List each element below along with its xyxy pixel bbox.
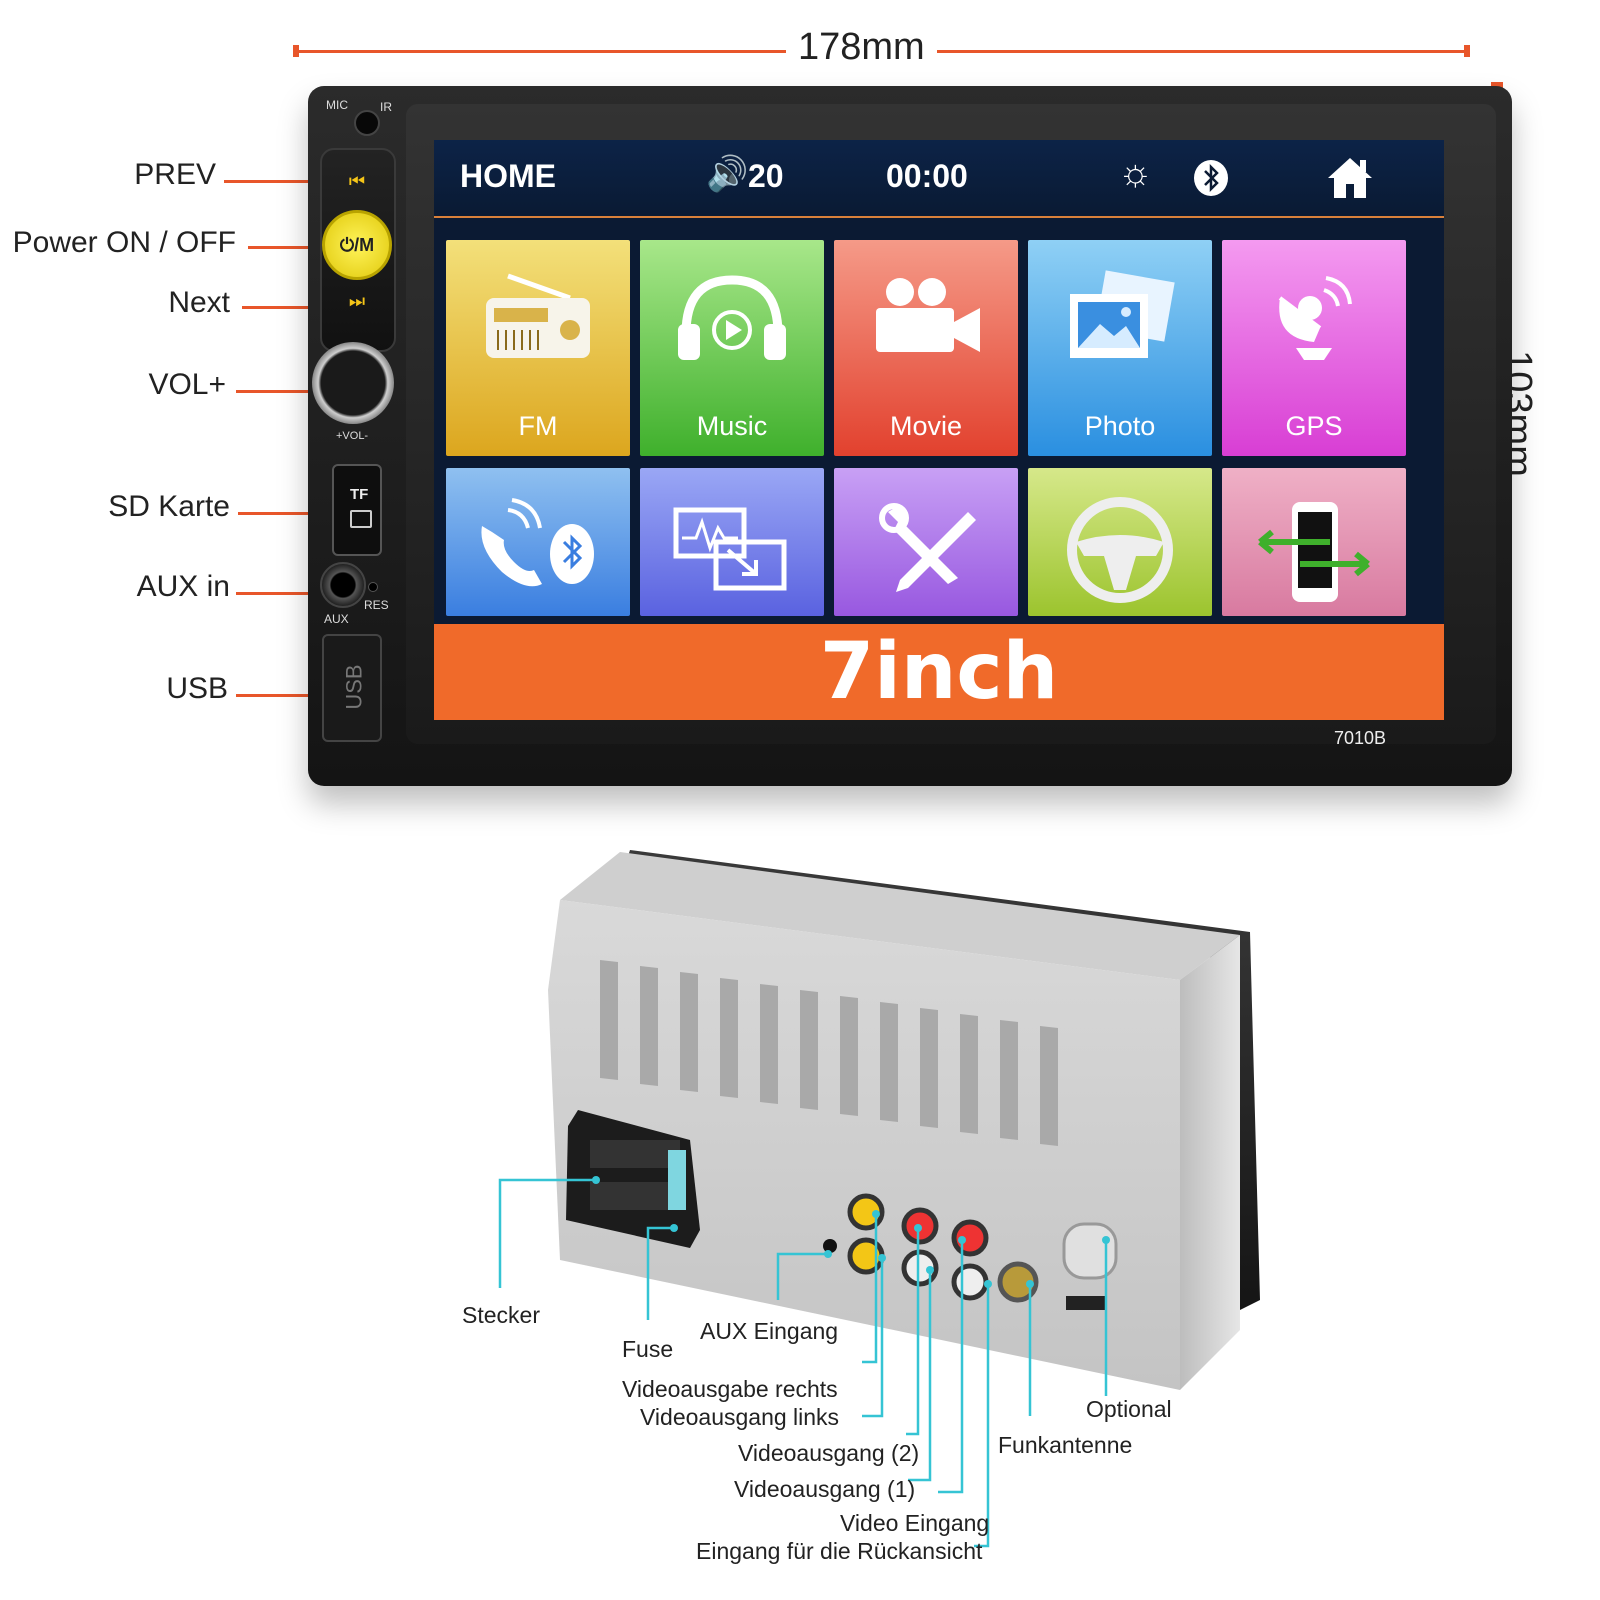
phone-sync-icon — [1258, 502, 1370, 602]
tile-gps-label: GPS — [1285, 411, 1343, 441]
bluetooth-phone-icon — [481, 498, 594, 587]
leader-power — [248, 246, 334, 249]
next-icon: ⏭ — [348, 291, 366, 312]
tf-label: TF — [350, 486, 369, 503]
label-vid1: Videoausgang (1) — [734, 1476, 916, 1502]
width-dimension-label: 178mm — [786, 26, 937, 69]
label-fuse: Fuse — [622, 1336, 674, 1362]
ir-sensor — [354, 110, 380, 136]
tile-phone-sync[interactable] — [1222, 468, 1406, 616]
tile-bluetooth-phone[interactable] — [446, 468, 630, 616]
volume-level: 20 — [748, 158, 784, 194]
label-vid2: Videoausgang (2) — [738, 1440, 920, 1466]
satellite-dish-icon — [1278, 276, 1352, 360]
head-unit-front: MIC IR ⏮ ⏻/M ⏭ +VOL- TF AUX RES USB HOME… — [308, 86, 1512, 786]
screen-bezel: HOME 🔊 20 00:00 ☼ FM Music — [406, 104, 1496, 748]
label-next: Next — [168, 286, 230, 319]
size-banner: 7inch — [434, 624, 1444, 720]
label-stecker: Stecker — [462, 1302, 540, 1328]
touch-screen[interactable]: HOME 🔊 20 00:00 ☼ FM Music — [434, 140, 1444, 720]
label-power: Power ON / OFF — [12, 226, 236, 259]
leader-sd — [238, 512, 338, 515]
label-video-in: Video Eingang — [840, 1510, 990, 1536]
tile-music[interactable]: Music — [640, 240, 824, 456]
label-vol: VOL+ — [148, 368, 226, 401]
aux-port-back — [823, 1239, 837, 1253]
volume-knob[interactable] — [312, 342, 394, 424]
back-right-side — [1180, 935, 1240, 1390]
home-title: HOME — [460, 158, 556, 194]
power-icon: ⏻/M — [339, 235, 375, 255]
home-icon[interactable] — [1324, 154, 1376, 204]
volume-icon[interactable]: 🔊 — [706, 155, 749, 193]
tile-mirror-link[interactable] — [640, 468, 824, 616]
mic-label: MIC — [326, 98, 348, 112]
label-vid-right: Videoausgabe rechts — [622, 1376, 838, 1402]
tile-photo[interactable]: Photo — [1028, 240, 1212, 456]
label-usb: USB — [166, 672, 228, 705]
tile-movie-label: Movie — [889, 411, 963, 441]
vol-ring-label: +VOL- — [336, 430, 369, 442]
next-button[interactable]: ⏭ — [330, 284, 384, 320]
model-number: 7010B — [1334, 728, 1387, 748]
label-vid-left: Videoausgang links — [640, 1404, 840, 1430]
leader-next — [242, 306, 324, 309]
label-aux: AUX in — [136, 570, 230, 603]
width-dimension-cap-right — [1464, 45, 1470, 57]
brightness-icon[interactable]: ☼ — [1118, 152, 1153, 194]
width-dimension-cap-left — [293, 45, 299, 57]
label-aux-eingang: AUX Eingang — [700, 1318, 839, 1344]
tools-icon — [879, 503, 976, 592]
steering-wheel-icon — [1067, 497, 1173, 603]
power-button[interactable]: ⏻/M — [322, 210, 392, 280]
usb-port[interactable] — [322, 634, 382, 742]
back-top-surface — [560, 852, 1240, 980]
reset-hole[interactable] — [368, 582, 378, 592]
label-optional: Optional — [1086, 1396, 1172, 1422]
tile-photo-label: Photo — [1084, 411, 1156, 441]
tile-settings[interactable] — [834, 468, 1018, 616]
tile-movie[interactable]: Movie — [834, 240, 1018, 456]
clock: 00:00 — [886, 158, 968, 194]
tile-fm-label: FM — [518, 411, 558, 441]
movie-camera-icon — [876, 278, 980, 352]
aux-jack[interactable] — [320, 562, 366, 608]
prev-icon: ⏮ — [348, 171, 366, 192]
tile-gps[interactable]: GPS — [1222, 240, 1406, 456]
status-bar: HOME 🔊 20 00:00 ☼ — [434, 140, 1444, 218]
headphones-icon — [678, 275, 786, 360]
tile-steering[interactable] — [1028, 468, 1212, 616]
cooling-fins — [600, 960, 1058, 1146]
bluetooth-icon[interactable] — [1194, 160, 1228, 196]
label-antenna: Funkantenne — [998, 1432, 1133, 1458]
res-label: RES — [364, 598, 389, 612]
label-rear-cam: Eingang für die Rückansicht — [696, 1538, 983, 1564]
leader-aux — [236, 592, 336, 595]
radio-icon — [486, 273, 590, 358]
leader-prev — [224, 180, 320, 183]
tile-fm[interactable]: FM — [446, 240, 630, 456]
mirror-link-icon — [673, 507, 787, 591]
optional-port — [1062, 1222, 1118, 1280]
ir-label: IR — [380, 100, 392, 114]
photo-icon — [1070, 270, 1175, 358]
prev-button[interactable]: ⏮ — [330, 164, 384, 200]
leader-vol — [236, 390, 332, 393]
antenna-port — [997, 1261, 1039, 1303]
sd-card-icon — [350, 510, 372, 528]
aux-label: AUX — [324, 612, 349, 626]
label-prev: PREV — [134, 158, 216, 191]
leader-usb — [236, 694, 336, 697]
fuse — [668, 1150, 686, 1210]
height-dimension-cap-top — [1491, 82, 1503, 88]
size-banner-text: 7inch — [819, 627, 1059, 717]
tile-music-label: Music — [696, 411, 768, 441]
back-leader-lines — [498, 1178, 1108, 1548]
label-sd: SD Karte — [108, 490, 230, 523]
